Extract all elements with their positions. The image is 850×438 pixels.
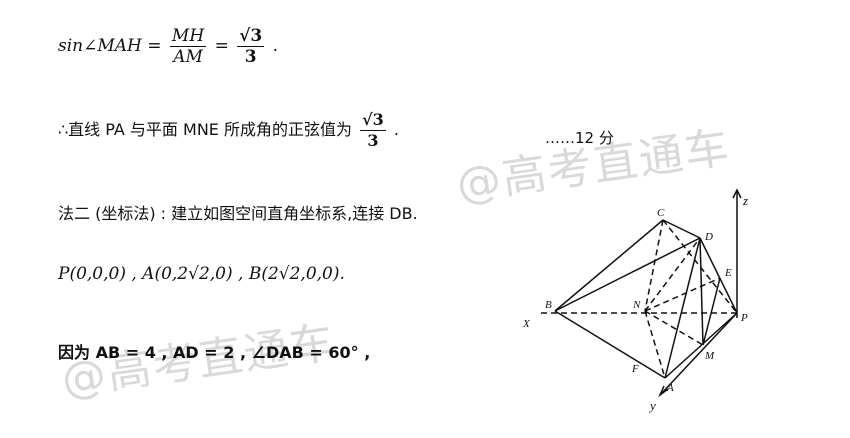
edge-ba xyxy=(554,310,666,379)
line-conclusion: ∴直线 PA 与平面 MNE 所成角的正弦值为 √3 3 . xyxy=(58,110,399,151)
fraction-numerator: √3 xyxy=(237,26,265,47)
equals-sign: = xyxy=(214,36,229,56)
line-given-values: 因为 AB = 4 , AD = 2 , ∠DAB = 60° , xyxy=(58,343,371,362)
label-x-axis: X xyxy=(522,318,531,330)
label-b: B xyxy=(545,299,552,311)
label-c: C xyxy=(657,207,665,219)
fraction-numerator: √3 xyxy=(360,110,386,131)
fraction-numerator: MH xyxy=(169,26,207,47)
edge-na xyxy=(644,310,666,379)
label-y-axis: y xyxy=(648,398,656,413)
conclusion-text: ∴直线 PA 与平面 MNE 所成角的正弦值为 xyxy=(58,120,352,139)
fraction-denominator: AM xyxy=(173,47,203,67)
edge-dp xyxy=(699,237,738,314)
y-axis xyxy=(659,312,738,396)
label-e: E xyxy=(724,267,732,279)
y-axis-arrow xyxy=(658,385,669,398)
sin-mah-lhs: sin∠MAH = xyxy=(58,36,162,56)
label-p: P xyxy=(740,312,748,324)
edge-nd xyxy=(644,237,701,312)
label-n: N xyxy=(632,299,641,311)
edge-nm xyxy=(644,310,704,346)
label-a: A xyxy=(666,382,674,394)
fraction-mh-am: MH AM xyxy=(169,26,207,67)
fraction-sqrt3-3: √3 3 xyxy=(360,110,386,151)
score-note: ……12 分 xyxy=(545,129,614,147)
fraction-denominator: 3 xyxy=(367,131,379,150)
edge-em xyxy=(702,277,721,346)
label-d: D xyxy=(704,231,713,243)
edge-bd xyxy=(554,237,701,312)
line-method-two: 法二 (坐标法) : 建立如图空间直角坐标系,连接 DB. xyxy=(58,204,418,223)
edge-pa xyxy=(664,312,738,379)
edge-cn xyxy=(644,219,664,312)
edge-bc xyxy=(554,219,664,312)
period: . xyxy=(272,36,279,56)
period: . xyxy=(393,120,399,139)
fraction-denominator: 3 xyxy=(244,47,257,67)
edge-cd xyxy=(662,219,701,239)
label-f: F xyxy=(631,363,639,375)
z-axis-arrow xyxy=(732,188,742,199)
line-coordinates: P(0,0,0) , A(0,2√2,0) , B(2√2,0,0). xyxy=(58,264,345,284)
label-m: M xyxy=(704,350,715,362)
fraction-sqrt3-3: √3 3 xyxy=(237,26,265,67)
geometry-figure: C D E B N P M F A X y z xyxy=(522,188,748,413)
edge-dm xyxy=(699,237,704,346)
edge-ne xyxy=(644,277,721,312)
line-sin-mah: sin∠MAH = MH AM = √3 3 . xyxy=(58,26,278,67)
edge-da xyxy=(664,237,701,379)
label-z-axis: z xyxy=(742,193,748,208)
